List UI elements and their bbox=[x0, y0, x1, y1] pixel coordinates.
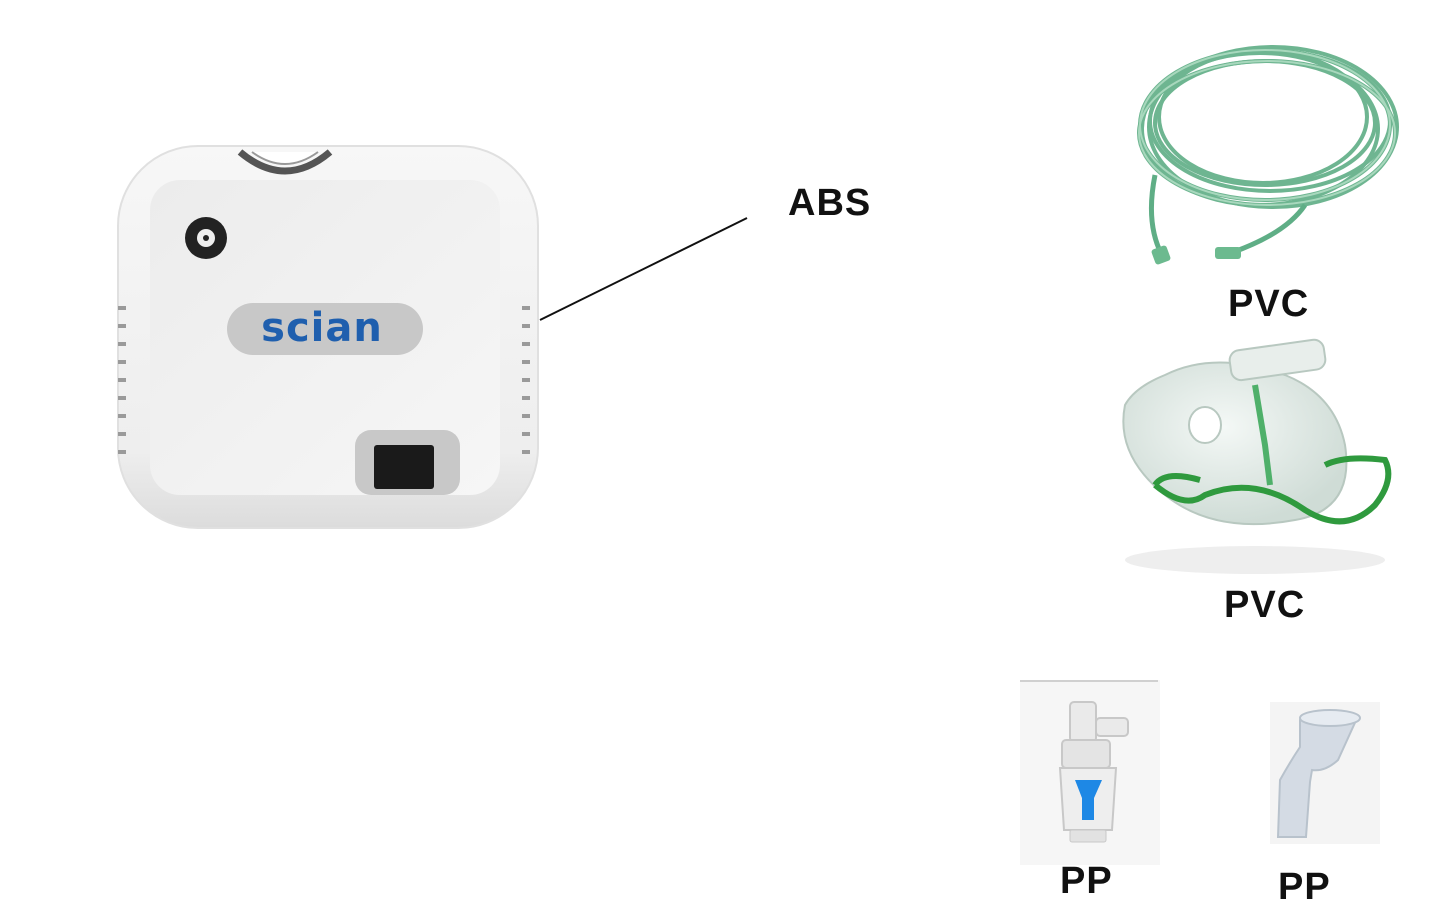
nebulizer-compressor-device bbox=[117, 145, 539, 529]
power-switch bbox=[374, 445, 434, 489]
device-brand-logo: scian bbox=[261, 305, 383, 351]
nebulizer-mask-image bbox=[1122, 338, 1392, 574]
nebulizer-cup-material-label: PP bbox=[1060, 860, 1113, 902]
leader-line bbox=[539, 217, 748, 321]
nebulizer-cup-image bbox=[1020, 680, 1160, 865]
tube-material-label: PVC bbox=[1228, 283, 1310, 325]
device-material-label: ABS bbox=[788, 182, 872, 224]
air-outlet-port bbox=[185, 217, 227, 259]
mask-material-label: PVC bbox=[1224, 584, 1306, 626]
mouthpiece-image bbox=[1270, 702, 1380, 844]
oxygen-tube-image bbox=[1137, 45, 1399, 265]
mouthpiece-material-label: PP bbox=[1278, 866, 1331, 908]
